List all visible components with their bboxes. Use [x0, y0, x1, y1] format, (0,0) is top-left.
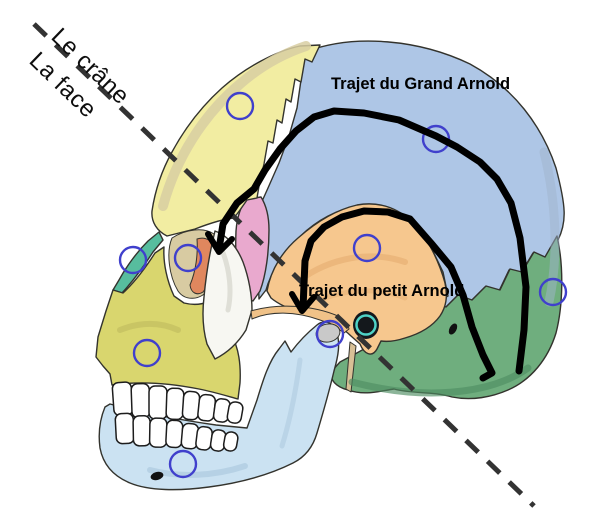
upper-tooth [130, 382, 151, 419]
marker-condyle [315, 319, 345, 349]
lower-tooth [165, 419, 184, 449]
upper-tooth [111, 381, 134, 417]
zygomatic-shade [219, 247, 233, 313]
shading [117, 41, 560, 478]
upper-tooth [226, 401, 244, 424]
styloid-process [345, 341, 357, 393]
teeth [111, 381, 244, 452]
ear-canal [353, 311, 379, 339]
marker-frontal [225, 91, 255, 121]
marker-temporal [352, 233, 382, 263]
nerve-arrow-petit [289, 291, 317, 314]
nerve-path-petit [299, 207, 496, 382]
cranium-face-divider [32, 22, 536, 508]
dome-shade [158, 41, 311, 211]
temporal-shade-1 [297, 253, 408, 283]
maxilla-shade [117, 321, 181, 333]
label-petit-arnold: Trajet du petit Arnold [299, 282, 464, 300]
temporal-foramen [448, 323, 458, 335]
marker-maxilla [132, 338, 162, 368]
marker-mandible [168, 449, 198, 479]
upper-tooth [148, 385, 168, 420]
lower-tooth [114, 412, 135, 445]
nerve-arrow-grand [205, 231, 235, 255]
marker-nasal [118, 245, 148, 275]
lower-tooth [148, 417, 168, 448]
lower-tooth [222, 431, 239, 452]
nerve-paths [205, 107, 530, 382]
lower-tooth [132, 415, 152, 447]
ramus-shade [279, 357, 303, 449]
mental-foramen [150, 471, 164, 481]
occipital-shade [348, 364, 532, 397]
bones [95, 40, 565, 491]
ear-canal-ring [355, 314, 377, 336]
parietal-shade [539, 147, 560, 307]
marker-occipital [538, 277, 568, 307]
nerve-path-grand [215, 107, 530, 375]
marker-orbit [173, 243, 203, 273]
foramen-markers [118, 91, 568, 479]
label-grand-arnold: Trajet du Grand Arnold [331, 75, 510, 93]
temporal-shade-2 [317, 288, 408, 303]
upper-tooth [165, 387, 185, 421]
zygomatic-bone [202, 230, 253, 360]
